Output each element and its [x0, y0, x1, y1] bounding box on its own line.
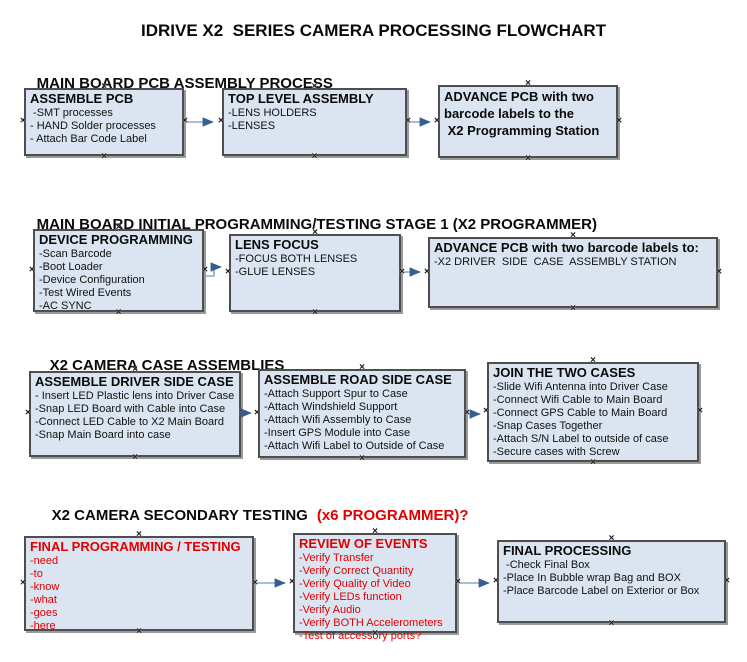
flow-box-top-level-assembly[interactable]: TOP LEVEL ASSEMBLY -LENS HOLDERS-LENSES … [218, 82, 411, 162]
box-item: -Verify Transfer [299, 552, 374, 564]
section-header-secondary-testing: X2 CAMERA SECONDARY TESTING (x6 PROGRAMME… [35, 490, 469, 541]
box-title: ASSEMBLE DRIVER SIDE CASE [35, 374, 234, 389]
box-item: -Insert GPS Module into Case [264, 427, 411, 439]
box-title: FINAL PROGRAMMING / TESTING [30, 539, 241, 554]
box-item: -Check Final Box [503, 559, 590, 571]
box-item: -X2 DRIVER SIDE CASE ASSEMBLY STATION [434, 256, 677, 268]
box-title: ASSEMBLE PCB [30, 91, 134, 106]
box-item: -Attach S/N Label to outside of case [493, 433, 669, 445]
box-item: -Attach Support Spur to Case [264, 388, 408, 400]
box-item: -Secure cases with Screw [493, 446, 620, 458]
box-items: -X2 DRIVER SIDE CASE ASSEMBLY STATION [434, 256, 713, 269]
box-items: -Check Final Box-Place In Bubble wrap Ba… [503, 559, 721, 598]
box-item: - Attach Bar Code Label [30, 133, 147, 145]
box-item: - HAND Solder processes [30, 120, 156, 132]
flow-box-final-processing[interactable]: FINAL PROCESSING -Check Final Box-Place … [493, 534, 730, 629]
box-item: -Verify LEDs function [299, 591, 402, 603]
box-title: ADVANCE PCB with two barcode labels to t… [444, 89, 600, 138]
section-header-text: X2 CAMERA SECONDARY TESTING [51, 507, 308, 524]
box-item: -Snap Main Board into case [35, 429, 171, 441]
box-item: -Place Barcode Label on Exterior or Box [503, 585, 700, 597]
box-item: -goes [30, 607, 58, 619]
box-item: -need [30, 555, 59, 567]
section-header-text: MAIN BOARD INITIAL PROGRAMMING/TESTING S… [36, 216, 597, 233]
box-items: -Attach Support Spur to Case-Attach Wind… [264, 388, 461, 453]
box-item: -LENSES [228, 120, 276, 132]
box-item: -FOCUS BOTH LENSES [235, 253, 358, 265]
box-item: - Insert LED Plastic lens into Driver Ca… [35, 390, 235, 402]
flow-box-advance-pcb-driver-side[interactable]: ADVANCE PCB with two barcode labels to: … [424, 231, 722, 314]
box-title: LENS FOCUS [235, 237, 319, 252]
section-header-red-text: (x6 PROGRAMMER)? [316, 507, 469, 524]
flow-box-assemble-road-side-case[interactable]: ASSEMBLE ROAD SIDE CASE -Attach Support … [254, 363, 470, 464]
box-items: -Verify Transfer-Verify Correct Quantity… [299, 552, 452, 643]
flow-box-final-programming-testing[interactable]: FINAL PROGRAMMING / TESTING -need-to-kno… [20, 530, 258, 637]
box-item: -Attach Wifi Assembly to Case [264, 414, 412, 426]
box-item: -LENS HOLDERS [228, 107, 317, 119]
connector-arrow[interactable] [206, 262, 222, 277]
box-item: -Test Wired Events [39, 287, 132, 299]
box-item: -Scan Barcode [39, 248, 112, 260]
box-item: -Snap LED Board with Cable into Case [35, 403, 226, 415]
box-item: -Snap Cases Together [493, 420, 603, 432]
box-title: FINAL PROCESSING [503, 543, 632, 558]
box-title: ADVANCE PCB with two barcode labels to: [434, 240, 699, 255]
section-header-pcb-assembly: MAIN BOARD PCB ASSEMBLY PROCESS [20, 58, 333, 109]
box-item: -Connect LED Cable to X2 Main Board [35, 416, 224, 428]
box-title: REVIEW OF EVENTS [299, 536, 428, 551]
box-items: -need-to-know-what-goes-here [30, 555, 249, 633]
flow-box-assemble-pcb[interactable]: ASSEMBLE PCB -SMT processes- HAND Solder… [20, 82, 188, 162]
box-item: -know [30, 581, 60, 593]
box-item: -here [30, 620, 56, 632]
flow-box-device-programming[interactable]: DEVICE PROGRAMMING -Scan Barcode-Boot Lo… [29, 223, 208, 318]
box-item: -Connect GPS Cable to Main Board [493, 407, 668, 419]
box-item: -Verify Audio [299, 604, 361, 616]
box-item: -Verify BOTH Accelerometers [299, 617, 443, 629]
box-items: -Scan Barcode-Boot Loader-Device Configu… [39, 248, 199, 313]
section-header-initial-programming: MAIN BOARD INITIAL PROGRAMMING/TESTING S… [20, 199, 597, 250]
box-item: -Slide Wifi Antenna into Driver Case [493, 381, 668, 393]
box-items: -FOCUS BOTH LENSES-GLUE LENSES [235, 253, 396, 279]
flow-box-advance-pcb-programming-station[interactable]: ADVANCE PCB with two barcode labels to t… [434, 79, 622, 164]
box-item: -Verify Quality of Video [299, 578, 411, 590]
box-item: -Connect Wifi Cable to Main Board [493, 394, 663, 406]
box-title: TOP LEVEL ASSEMBLY [228, 91, 374, 106]
box-item: -Device Configuration [39, 274, 145, 286]
flow-box-join-two-cases[interactable]: JOIN THE TWO CASES -Slide Wifi Antenna i… [483, 356, 703, 468]
box-item: -Boot Loader [39, 261, 103, 273]
box-items: -SMT processes- HAND Solder processes- A… [30, 107, 179, 146]
box-item: -AC SYNC [39, 300, 92, 312]
box-item: -Attach Windshield Support [264, 401, 398, 413]
box-item: -GLUE LENSES [235, 266, 316, 278]
box-item: -Attach Wifi Label to Outside of Case [264, 440, 445, 452]
box-title: JOIN THE TWO CASES [493, 365, 636, 380]
box-item: -what [30, 594, 57, 606]
box-items: -LENS HOLDERS-LENSES [228, 107, 402, 133]
box-item: -Verify Correct Quantity [299, 565, 414, 577]
flow-box-assemble-driver-side-case[interactable]: ASSEMBLE DRIVER SIDE CASE - Insert LED P… [25, 365, 245, 463]
box-item: -Place In Bubble wrap Bag and BOX [503, 572, 681, 584]
box-items: -Slide Wifi Antenna into Driver Case-Con… [493, 381, 694, 459]
page-title: IDRIVE X2 SERIES CAMERA PROCESSING FLOWC… [140, 21, 607, 40]
box-item: -SMT processes [30, 107, 113, 119]
flow-box-review-of-events[interactable]: REVIEW OF EVENTS -Verify Transfer-Verify… [289, 527, 461, 643]
section-header-text: MAIN BOARD PCB ASSEMBLY PROCESS [36, 75, 333, 92]
box-item: -Test of accessory ports? [299, 630, 422, 642]
box-items: - Insert LED Plastic lens into Driver Ca… [35, 390, 236, 442]
box-title: ASSEMBLE ROAD SIDE CASE [264, 372, 452, 387]
box-item: -to [30, 568, 43, 580]
box-title: DEVICE PROGRAMMING [39, 232, 193, 247]
